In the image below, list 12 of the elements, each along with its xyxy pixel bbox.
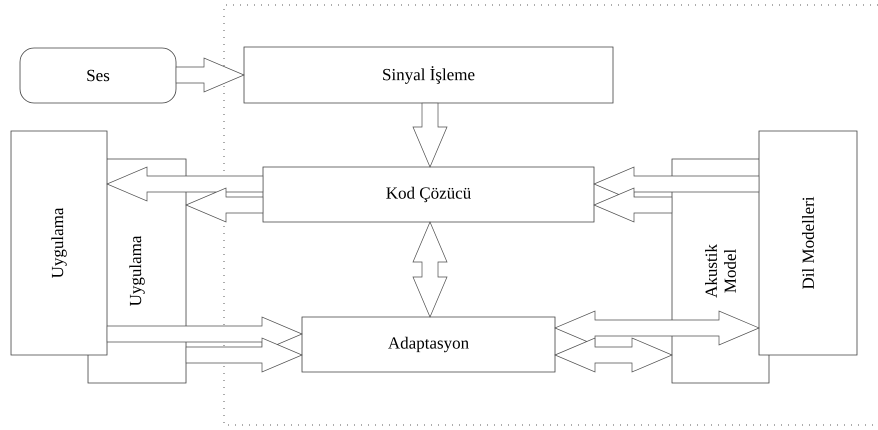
block-arrow	[412, 102, 448, 168]
rounded-box: Ses	[20, 48, 176, 104]
block-arrow	[593, 187, 672, 223]
block-arrow	[185, 187, 264, 223]
process-box: Sinyal İşleme	[244, 46, 614, 104]
process-box: Kod Çözücü	[262, 166, 594, 222]
process-box: Dil Modelleri	[758, 130, 858, 356]
block-arrow	[176, 57, 245, 93]
process-box: Uygulama	[10, 130, 108, 356]
process-box: Adaptasyon	[302, 316, 556, 372]
block-arrow	[186, 337, 303, 373]
block-arrow	[106, 166, 264, 202]
